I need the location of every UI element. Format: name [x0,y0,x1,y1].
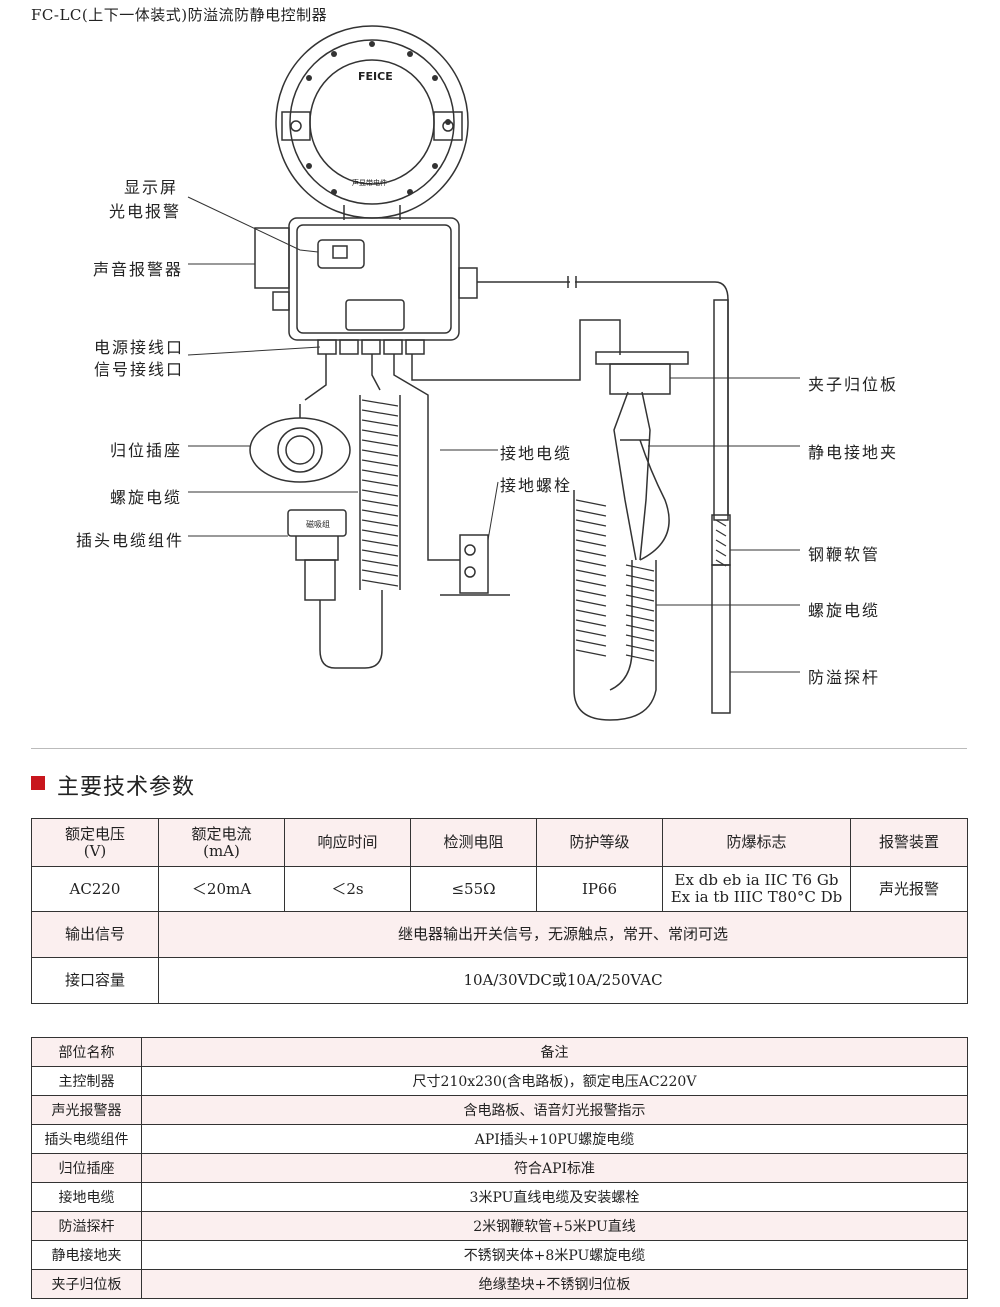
callout-spiral-cable-right: 螺旋电缆 [808,601,881,620]
table-row: 防溢探杆 2米钢鞭软管+5米PU直线 [31,1211,968,1241]
parts-table: 部位名称 备注 主控制器 尺寸210x230(含电路板)，额定电压AC220V … [31,1037,968,1299]
callout-sound-alarm: 声音报警器 [93,260,184,279]
spec-output-value: 继电器输出开关信号，无源触点，常开、常闭可选 [158,911,968,958]
part-name: 静电接地夹 [31,1240,142,1270]
section-title: 主要技术参数 [57,775,196,800]
part-name: 夹子归位板 [31,1269,142,1299]
spec-capacity-value: 10A/30VDC或10A/250VAC [158,957,968,1004]
table-row: 归位插座 符合API标准 [31,1153,968,1183]
part-note: API插头+10PU螺旋电缆 [141,1124,968,1154]
callout-steel-hose: 钢鞭软管 [808,545,881,564]
table-row: 接地电缆 3米PU直线电缆及安装螺栓 [31,1182,968,1212]
spec-value-voltage: AC220 [31,866,159,912]
spec-header-ex-mark: 防爆标志 [662,818,851,867]
callout-spiral-cable: 螺旋电缆 [110,488,183,507]
spec-header-row: 额定电压(V) 额定电流(mA) 响应时间 检测电阻 防护等级 防爆标志 报警装… [31,818,968,867]
callout-signal-port: 信号接线口 [94,360,185,379]
spec-header-alarm: 报警装置 [850,818,968,867]
part-note: 3米PU直线电缆及安装螺栓 [141,1182,968,1212]
table-row: 夹子归位板 绝缘垫块+不锈钢归位板 [31,1269,968,1299]
part-name: 接地电缆 [31,1182,142,1212]
product-diagram: FEICE 声显带电件 磁吸组 [187,25,800,721]
callout-static-clamp: 静电接地夹 [808,443,899,462]
callout-clamp-board: 夹子归位板 [808,375,899,394]
table-row: 插头电缆组件 API插头+10PU螺旋电缆 [31,1124,968,1154]
part-name: 主控制器 [31,1066,142,1096]
device-logo: FEICE [358,70,393,83]
part-name: 插头电缆组件 [31,1124,142,1154]
part-note: 含电路板、语音灯光报警指示 [141,1095,968,1125]
callout-display: 显示屏 [124,178,179,197]
device-lcd-label: 声显带电件 [352,178,387,187]
spec-header-resistance: 检测电阻 [410,818,537,867]
callout-ground-cable: 接地电缆 [500,444,573,463]
part-note: 2米钢鞭软管+5米PU直线 [141,1211,968,1241]
part-note: 符合API标准 [141,1153,968,1183]
parts-header-row: 部位名称 备注 [31,1037,968,1067]
part-note: 尺寸210x230(含电路板)，额定电压AC220V [141,1066,968,1096]
spec-value-protection: IP66 [536,866,663,912]
callout-power-port: 电源接线口 [94,338,185,357]
spec-capacity-row: 接口容量 10A/30VDC或10A/250VAC [31,957,968,1004]
part-name: 防溢探杆 [31,1211,142,1241]
page-title: FC-LC(上下一体装式)防溢流防静电控制器 [31,6,328,24]
part-name: 归位插座 [31,1153,142,1183]
spec-table: 额定电压(V) 额定电流(mA) 响应时间 检测电阻 防护等级 防爆标志 报警装… [31,818,968,1004]
spec-output-row: 输出信号 继电器输出开关信号，无源触点，常开、常闭可选 [31,911,968,958]
section-marker [31,776,45,790]
spec-header-response: 响应时间 [284,818,411,867]
spec-value-resistance: ≤55Ω [410,866,537,912]
plug-label: 磁吸组 [306,519,330,529]
table-row: 静电接地夹 不锈钢夹体+8米PU螺旋电缆 [31,1240,968,1270]
spec-value-current: ＜20mA [158,866,285,912]
callout-plug-cable: 插头电缆组件 [76,531,185,550]
part-note: 不锈钢夹体+8米PU螺旋电缆 [141,1240,968,1270]
table-row: 主控制器 尺寸210x230(含电路板)，额定电压AC220V [31,1066,968,1096]
parts-header-note: 备注 [141,1037,968,1067]
section-divider [31,748,967,749]
spec-values-row: AC220 ＜20mA ＜2s ≤55Ω IP66 Ex db eb ia II… [31,866,968,912]
callout-overflow-probe: 防溢探杆 [808,668,881,687]
spec-capacity-label: 接口容量 [31,957,159,1004]
table-row: 声光报警器 含电路板、语音灯光报警指示 [31,1095,968,1125]
spec-value-response: ＜2s [284,866,411,912]
part-name: 声光报警器 [31,1095,142,1125]
spec-output-label: 输出信号 [31,911,159,958]
part-note: 绝缘垫块+不锈钢归位板 [141,1269,968,1299]
callout-photo-alarm: 光电报警 [109,202,182,221]
callout-ground-bolt: 接地螺栓 [500,476,573,495]
spec-header-current: 额定电流(mA) [158,818,285,867]
spec-value-alarm: 声光报警 [850,866,968,912]
spec-header-protection: 防护等级 [536,818,663,867]
parts-header-name: 部位名称 [31,1037,142,1067]
callout-return-socket: 归位插座 [110,441,183,460]
spec-header-voltage: 额定电压(V) [31,818,159,867]
